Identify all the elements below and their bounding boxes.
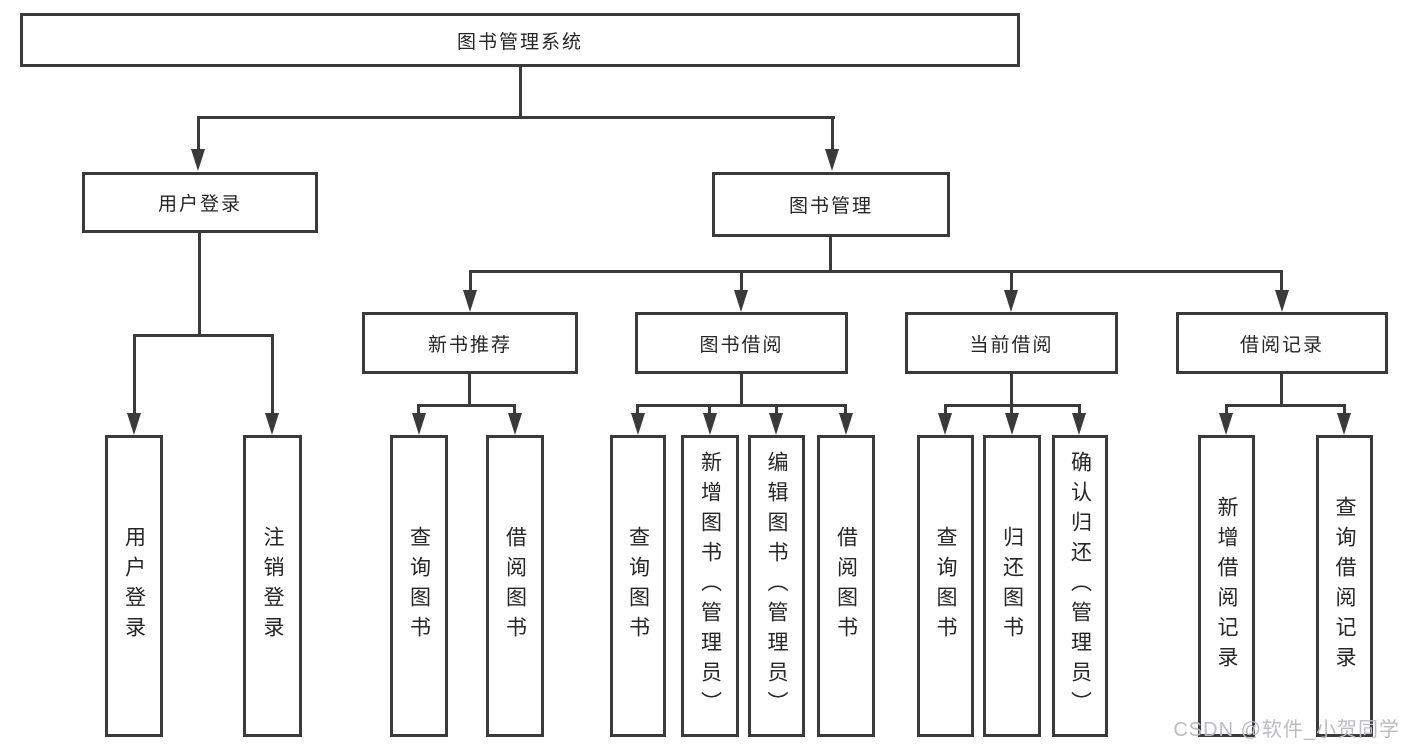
- connector-line: [708, 404, 711, 415]
- connector-line: [1280, 373, 1283, 407]
- connector-line: [1078, 404, 1081, 415]
- connector-line: [636, 404, 847, 407]
- arrow-down-icon: [1275, 290, 1289, 312]
- arrow-down-icon: [631, 413, 645, 435]
- leaf-cb-query-books: 查询图书: [917, 435, 974, 737]
- arrow-down-icon: [769, 413, 783, 435]
- connector-line: [1010, 270, 1013, 291]
- connector-line: [1010, 404, 1013, 415]
- leaf-bb-edit-books-admin: 编辑图书（管理员）: [748, 435, 805, 737]
- connector-line: [519, 66, 522, 119]
- arrow-down-icon: [1005, 413, 1019, 435]
- connector-line: [740, 373, 743, 407]
- connector-line: [469, 270, 472, 291]
- arrow-down-icon: [412, 413, 426, 435]
- connector-line: [417, 404, 516, 407]
- connector-line: [944, 404, 947, 415]
- arrow-down-icon: [839, 413, 853, 435]
- leaf-logout: 注销登录: [243, 435, 302, 737]
- arrow-down-icon: [508, 413, 522, 435]
- connector-line: [831, 116, 834, 150]
- connector-line: [133, 334, 136, 414]
- arrow-down-icon: [265, 413, 279, 435]
- connector-line: [740, 270, 743, 291]
- node-new-book-recommend: 新书推荐: [362, 312, 578, 374]
- connector-line: [775, 404, 778, 415]
- connector-line: [417, 404, 420, 415]
- leaf-bb-query-books: 查询图书: [610, 435, 666, 737]
- leaf-rec-borrow-books: 借阅图书: [486, 435, 544, 737]
- csdn-watermark: CSDN @软件_小贺同学: [1173, 719, 1400, 741]
- arrow-down-icon: [938, 413, 952, 435]
- connector-line: [468, 373, 471, 407]
- connector-line: [133, 334, 274, 337]
- connector-line: [844, 404, 847, 415]
- connector-line: [513, 404, 516, 415]
- connector-line: [1225, 404, 1228, 415]
- node-user-login: 用户登录: [82, 172, 318, 233]
- arrow-down-icon: [127, 413, 141, 435]
- arrow-down-icon: [734, 290, 748, 312]
- arrow-down-icon: [703, 413, 717, 435]
- connector-line: [636, 404, 639, 415]
- arrow-down-icon: [1004, 290, 1018, 312]
- leaf-cb-return-books: 归还图书: [983, 435, 1041, 737]
- connector-line: [1280, 270, 1283, 291]
- node-current-borrow: 当前借阅: [905, 312, 1118, 374]
- leaf-user-login: 用户登录: [105, 435, 163, 737]
- arrow-down-icon: [1337, 413, 1351, 435]
- leaf-br-add-record: 新增借阅记录: [1198, 435, 1255, 737]
- leaf-bb-add-books-admin: 新增图书（管理员）: [681, 435, 739, 737]
- connector-line: [1010, 373, 1013, 407]
- connector-line: [1343, 404, 1346, 415]
- leaf-bb-borrow-books: 借阅图书: [817, 435, 875, 737]
- connector-line: [198, 232, 201, 336]
- connector-line: [197, 116, 200, 150]
- arrow-down-icon: [463, 290, 477, 312]
- node-book-borrow: 图书借阅: [635, 312, 848, 374]
- leaf-cb-confirm-return-admin: 确认归还（管理员）: [1052, 435, 1108, 737]
- connector-line: [271, 334, 274, 414]
- connector-line: [829, 236, 832, 273]
- leaf-br-query-record: 查询借阅记录: [1316, 435, 1373, 737]
- leaf-rec-query-books: 查询图书: [390, 435, 448, 737]
- arrow-down-icon: [1072, 413, 1086, 435]
- node-borrow-records: 借阅记录: [1176, 312, 1388, 374]
- arrow-down-icon: [1219, 413, 1233, 435]
- connector-line: [1225, 404, 1346, 407]
- arrow-down-icon: [191, 149, 205, 171]
- node-root: 图书管理系统: [20, 13, 1020, 67]
- connector-line: [197, 116, 835, 119]
- arrow-down-icon: [825, 149, 839, 171]
- node-book-management: 图书管理: [712, 172, 950, 237]
- connector-line: [469, 270, 1283, 273]
